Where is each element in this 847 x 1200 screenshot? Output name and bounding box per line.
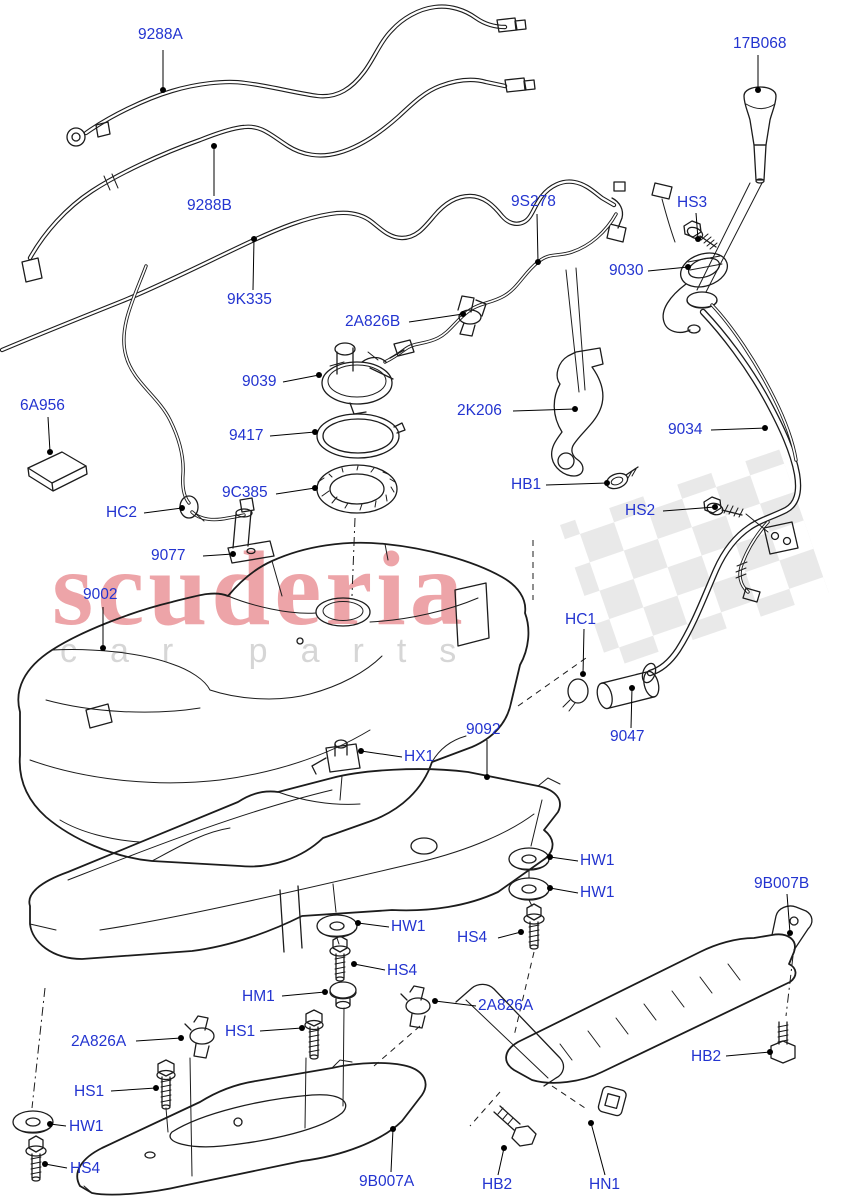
- part-label-9034[interactable]: 9034: [668, 421, 703, 438]
- nut-HM1: [329, 981, 357, 1010]
- bolt-HS4-left: [25, 1135, 47, 1182]
- part-label-9002[interactable]: 9002: [83, 586, 118, 603]
- part-label-2K206[interactable]: 2K206: [457, 402, 502, 419]
- part-label-2A826A-left[interactable]: 2A826A: [71, 1033, 127, 1050]
- washer-HW1-right-lower: [508, 877, 550, 901]
- shield-9092: [28, 768, 561, 960]
- part-label-HW1-left[interactable]: HW1: [69, 1118, 104, 1135]
- part-label-9S278[interactable]: 9S278: [511, 193, 556, 210]
- vent-hose: [122, 264, 246, 522]
- part-label-HS3[interactable]: HS3: [677, 194, 708, 211]
- part-label-HC2[interactable]: HC2: [106, 504, 138, 521]
- fuel-tank-9002: [17, 541, 530, 868]
- funnel-17B068: [696, 86, 777, 293]
- part-label-HN1[interactable]: HN1: [589, 1176, 621, 1193]
- fuel-pump-9039: [321, 342, 405, 415]
- lock-ring-9417: [316, 413, 406, 459]
- part-label-9092[interactable]: 9092: [466, 721, 501, 738]
- part-label-HB2-bottom[interactable]: HB2: [482, 1176, 513, 1193]
- part-label-HM1[interactable]: HM1: [242, 988, 275, 1005]
- part-label-17B068[interactable]: 17B068: [733, 35, 787, 52]
- bracket-2K206: [550, 347, 604, 477]
- part-label-HW1-right-upper[interactable]: HW1: [580, 852, 615, 869]
- part-label-9B007B[interactable]: 9B007B: [754, 875, 810, 892]
- assembly-axis: [351, 517, 356, 597]
- seal-9C385: [316, 464, 398, 514]
- part-label-9039[interactable]: 9039: [242, 373, 277, 390]
- pad-6A956: [27, 451, 88, 492]
- part-label-9K335[interactable]: 9K335: [227, 291, 272, 308]
- part-label-HS1-lower[interactable]: HS1: [74, 1083, 105, 1100]
- nut-clip-HX1: [311, 739, 361, 775]
- part-label-9B007A[interactable]: 9B007A: [359, 1173, 415, 1190]
- part-label-9288A[interactable]: 9288A: [138, 26, 183, 43]
- bolt-HS4-center: [329, 935, 351, 982]
- fuel-line-9K335: [0, 179, 676, 353]
- part-label-9417[interactable]: 9417: [229, 427, 264, 444]
- axis-left: [31, 987, 46, 1109]
- clamp-HC1: [562, 678, 589, 712]
- watermark-brand: scuderia: [52, 530, 467, 647]
- clip-2A826B: [457, 295, 487, 337]
- locator-lines-2k206: [565, 267, 586, 393]
- part-label-9077[interactable]: 9077: [151, 547, 186, 564]
- bolt-HB2-right: [770, 1021, 796, 1064]
- watermark-checkered-flag: [560, 449, 829, 669]
- bolt-HS2: [703, 496, 744, 518]
- bolt-HS1-lower: [156, 1059, 176, 1110]
- part-label-HB2-right[interactable]: HB2: [691, 1048, 722, 1065]
- part-label-HX1[interactable]: HX1: [404, 748, 435, 765]
- part-label-9288B[interactable]: 9288B: [187, 197, 232, 214]
- part-label-HB1[interactable]: HB1: [511, 476, 542, 493]
- part-label-HS4-left[interactable]: HS4: [70, 1160, 101, 1177]
- part-label-HW1-right-lower[interactable]: HW1: [580, 884, 615, 901]
- axis-center: [373, 951, 535, 1067]
- part-label-9047[interactable]: 9047: [610, 728, 645, 745]
- assembly-line: [339, 775, 343, 801]
- washer-HW1-right-upper: [508, 847, 550, 871]
- bracket-9077: [227, 497, 275, 564]
- part-label-HS4-right[interactable]: HS4: [457, 929, 488, 946]
- vapour-line-9S278: [383, 212, 618, 364]
- part-label-9C385[interactable]: 9C385: [222, 484, 268, 501]
- shield-9B007B: [455, 905, 813, 1087]
- fuel-line-9288B: [21, 77, 536, 283]
- fuel-line-9288A: [66, 4, 527, 147]
- callout-leaders: [42, 50, 793, 1176]
- part-label-HW1-center[interactable]: HW1: [391, 918, 426, 935]
- washer-HW1-center: [316, 914, 358, 938]
- part-label-HS1-upper[interactable]: HS1: [225, 1023, 256, 1040]
- bolt-HS4-right: [523, 903, 545, 950]
- assembly-lines: [332, 799, 543, 945]
- nut-HN1: [597, 1085, 627, 1117]
- bolt-HB2-bottom: [493, 1105, 537, 1147]
- filler-pipe-9034: [641, 291, 802, 684]
- part-label-HS4-center[interactable]: HS4: [387, 962, 418, 979]
- clip-2A826A-left: [184, 1015, 215, 1059]
- part-label-6A956[interactable]: 6A956: [20, 397, 65, 414]
- assembly-lines-bottom: [165, 1007, 345, 1177]
- shield-9B007A: [76, 1059, 427, 1196]
- part-label-HS2[interactable]: HS2: [625, 502, 656, 519]
- bolt-HB1: [605, 466, 639, 490]
- bolt-HS1-upper: [304, 1009, 324, 1060]
- watermark-tagline: car parts: [60, 632, 490, 670]
- washer-HW1-left: [12, 1110, 54, 1134]
- fuel-cap-9030: [613, 181, 729, 334]
- bolt-HS3: [683, 220, 718, 250]
- axis-misc: [469, 540, 589, 1127]
- part-label-2A826B[interactable]: 2A826B: [345, 313, 401, 330]
- part-label-HC1[interactable]: HC1: [565, 611, 597, 628]
- part-label-9030[interactable]: 9030: [609, 262, 644, 279]
- clip-2A826A-right: [400, 985, 431, 1029]
- part-label-2A826A-right[interactable]: 2A826A: [478, 997, 534, 1014]
